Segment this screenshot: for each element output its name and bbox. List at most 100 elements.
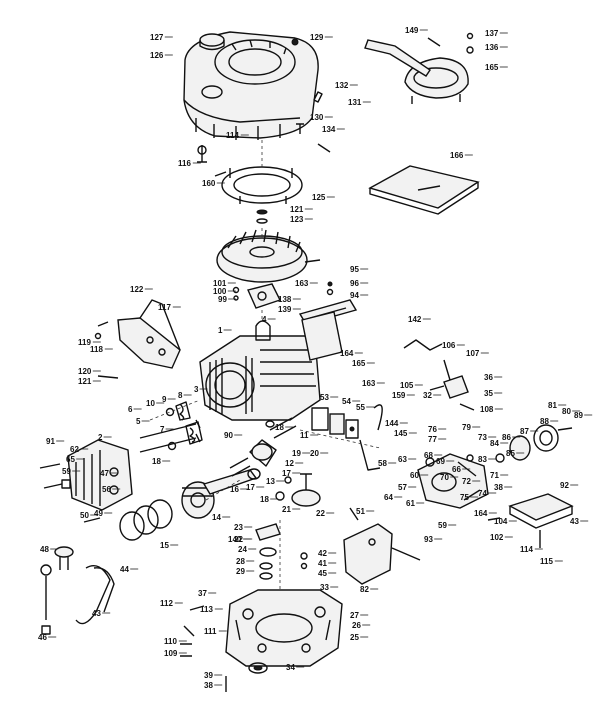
callout-c117: 117 (158, 303, 171, 312)
callout-c38: 38 (494, 483, 503, 492)
callout-c165b: 165 (352, 359, 366, 368)
callout-c16: 16 (230, 485, 239, 494)
callout-c26: 26 (352, 621, 361, 630)
callout-c57: 57 (398, 483, 407, 492)
callout-c44: 44 (120, 565, 129, 574)
callout-c102: 102 (490, 533, 504, 542)
callout-c5: 5 (136, 417, 141, 426)
callout-c83: 83 (478, 455, 487, 464)
callout-c19: 19 (292, 449, 301, 458)
callout-c42: 42 (318, 549, 327, 558)
callout-c140: 140 (228, 535, 242, 544)
callout-c126: 126 (150, 51, 164, 60)
callout-c166: 166 (450, 151, 464, 160)
callout-c10: 10 (146, 399, 155, 408)
callout-c6: 6 (128, 405, 133, 414)
washer-28 (259, 562, 273, 570)
callout-c136: 136 (485, 43, 499, 52)
callout-c73: 73 (478, 433, 487, 442)
muffler (343, 523, 421, 585)
piston (181, 481, 215, 519)
callout-c127: 127 (150, 33, 164, 42)
callout-c8: 8 (178, 391, 183, 400)
callout-c2: 2 (98, 433, 103, 442)
callout-c43: 43 (570, 517, 579, 526)
callout-c100: 100 (213, 287, 227, 296)
callout-c33: 33 (320, 583, 329, 592)
callout-c119: 119 (78, 338, 91, 347)
callout-c9: 9 (162, 395, 167, 404)
callout-c132: 132 (335, 81, 349, 90)
fitting-111 (183, 625, 195, 637)
ignition-module (247, 283, 281, 309)
callout-c93: 93 (424, 535, 433, 544)
callout-c13: 13 (266, 477, 275, 486)
callout-c122: 122 (130, 285, 144, 294)
callout-c18: 18 (275, 423, 284, 432)
callout-c108: 108 (480, 405, 494, 414)
callout-c47: 47 (100, 469, 109, 478)
callout-c68: 68 (424, 451, 433, 460)
callout-c165: 165 (485, 63, 499, 72)
callout-c115: 115 (540, 557, 553, 566)
callout-c95a: 95 (350, 265, 359, 274)
callout-c86: 86 (502, 433, 511, 442)
pin-131 (313, 91, 323, 103)
callout-c118: 118 (90, 345, 103, 354)
washer-118 (94, 332, 102, 340)
callout-c23: 23 (234, 523, 243, 532)
callout-c22a: 22 (316, 509, 325, 518)
rotating-screen (221, 166, 303, 204)
oil-fill-tube (54, 546, 115, 625)
callout-c131: 131 (348, 98, 362, 107)
callout-c139: 139 (278, 305, 292, 314)
piston-rings (119, 499, 173, 541)
callout-c12: 12 (285, 459, 294, 468)
bolt-91 (39, 463, 61, 469)
callout-labels: 1271261291321311301341141161601251211231… (38, 26, 593, 690)
callout-c48: 48 (40, 545, 49, 554)
screw-42 (300, 552, 308, 560)
screw-137 (466, 32, 474, 40)
callout-c55: 55 (356, 403, 365, 412)
callout-c134: 134 (322, 125, 336, 134)
pin-149 (427, 37, 441, 47)
callout-c61: 61 (406, 499, 415, 508)
oil-seal (248, 662, 268, 674)
callout-c130: 130 (310, 113, 324, 122)
callout-c17: 17 (282, 469, 291, 478)
callout-c59: 59 (62, 467, 71, 476)
callout-c105: 105 (400, 381, 414, 390)
callout-c109: 109 (164, 649, 178, 658)
callout-c58: 58 (378, 459, 387, 468)
callout-c84: 84 (490, 439, 499, 448)
washer-136 (466, 46, 474, 54)
callout-c125: 125 (312, 193, 326, 202)
callout-c69: 69 (436, 457, 445, 466)
callout-c99: 99 (218, 295, 227, 304)
washer-121 (256, 209, 268, 215)
callout-c114b: 114 (520, 545, 533, 554)
callout-c20: 20 (310, 449, 319, 458)
callout-c71: 71 (490, 471, 499, 480)
callout-c32: 32 (423, 391, 432, 400)
spark-plug-59 (43, 483, 63, 489)
callout-c90: 90 (224, 431, 233, 440)
callout-c45: 45 (318, 569, 327, 578)
governor-link (359, 439, 381, 471)
callout-c87: 87 (520, 427, 529, 436)
throttle-wire (403, 339, 451, 381)
housing-cap (199, 33, 225, 51)
nut-123 (256, 218, 268, 224)
callout-c37: 37 (198, 589, 207, 598)
cylinder-block (199, 320, 321, 421)
callout-c85: 85 (506, 449, 515, 458)
callout-c111: 111 (204, 627, 217, 636)
valve-assembly (139, 401, 203, 453)
callout-c51: 51 (356, 507, 365, 516)
carburetor (417, 453, 489, 509)
callout-c35: 35 (484, 389, 493, 398)
callout-c74: 74 (478, 489, 487, 498)
pin-134 (317, 143, 331, 153)
screw-114 (296, 123, 304, 134)
